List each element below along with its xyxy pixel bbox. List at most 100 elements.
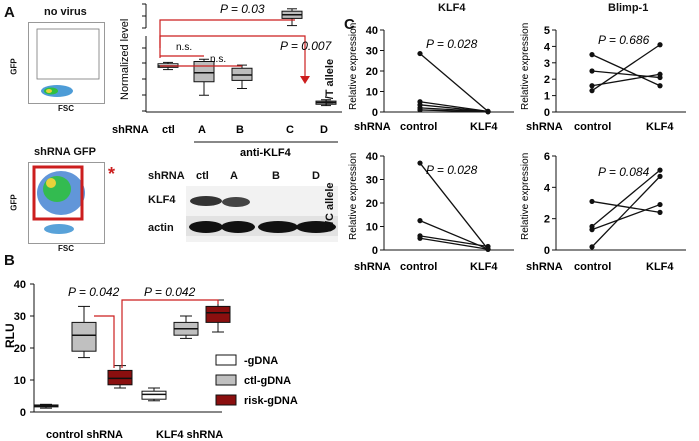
box--gDNA-klf4-box [141,390,167,400]
flow-top-xlabel: FSC [58,104,74,113]
panel-b-ylabel: RLU [3,323,17,348]
flow-plot-no-virus [28,22,105,104]
c-point-control [417,218,423,224]
y-tick-label: 20 [14,343,26,355]
box-risk-gDNA-klf4-box [205,305,231,323]
c-point-control [589,83,595,89]
c-y-tick-label: 2 [544,214,550,226]
c-point-klf4 [657,167,663,173]
category-label-B: B [236,124,244,136]
c-pair-line [591,169,661,228]
c-point-klf4 [485,109,491,115]
c-point-control [589,68,595,74]
c-y-tick-label: 2 [544,74,550,86]
blot-lane-d: D [312,170,320,182]
c-x-control-3: control [400,261,437,273]
c-y-tick-label: 30 [366,46,378,58]
c-ylabel-4: Relative expression [520,153,531,240]
c-ylabel-1: Relative expression [348,23,359,110]
flow-shrna-svg [32,165,85,234]
c-ylabel-2: Relative expression [520,23,531,110]
flow-no-virus-svg [36,28,100,97]
p2-label: P = 0.042 [144,285,196,299]
flow-bottom-xlabel: FSC [58,244,74,253]
c-point-control [589,198,595,205]
c-point-control [417,160,423,166]
c-y-tick-label: 0 [544,107,550,119]
panel-a-ylabel: Normalized level [119,19,131,100]
c-point-control [417,50,423,57]
actin-band-b [258,221,298,233]
c-pair-line [419,109,489,113]
c-pair-line [591,203,661,231]
c-pair-line [419,53,489,112]
c-pval-2: P = 0.686 [598,33,650,47]
blot-row-klf4: KLF4 [148,194,176,206]
panel-label-a: A [4,4,15,21]
cell-cloud-center [46,89,52,93]
flow-top-title: no virus [44,6,87,18]
c-pair-line [419,237,489,250]
cell-cloud-center [46,178,56,188]
y-tick-label: 30 [14,311,26,323]
gate-star: * [108,164,116,184]
c-point-klf4 [657,71,663,77]
p03-label: P = 0.03 [220,2,265,16]
c-shrna-3: shRNA [354,261,391,273]
c-point-klf4 [657,201,663,208]
gate-box-red [32,165,84,221]
blot-lane-a: A [230,170,238,182]
legend-swatch-ctl [215,374,237,386]
y-tick-label: 10 [14,375,26,387]
category-label-C: C [286,124,294,136]
legend-label-risk: risk-gDNA [244,395,298,407]
c-pair-line [419,235,489,248]
blot-lane-b: B [272,170,280,182]
c-y-tick-label: 4 [544,41,551,53]
c-y-tick-label: 4 [544,182,551,194]
p007-bracket [159,35,306,80]
c-x-klf4-1: KLF4 [470,121,498,133]
panel-label-c: C [344,16,355,33]
category-label-A: A [198,124,206,136]
row-title-cc: C/C allele [324,146,336,232]
gate-box [36,28,100,80]
ns-label-2: n.s. [210,54,226,65]
c-y-tick-label: 20 [366,198,378,210]
klf4-band-a [222,197,250,207]
flow-bottom-title: shRNA GFP [34,146,96,158]
c-point-klf4 [657,209,663,215]
c-y-tick-label: 1 [544,91,550,103]
col-title-blimp1: Blimp-1 [608,2,649,14]
c-point-klf4 [657,42,663,48]
box-risk-gDNA-control-box [107,369,133,386]
c-point-klf4 [657,83,663,89]
c-y-tick-label: 0 [544,245,550,257]
c-y-tick-label: 40 [366,151,378,163]
col-title-klf4: KLF4 [438,2,466,14]
y-tick-label: 40 [14,279,26,291]
c-point-klf4 [485,246,491,252]
c-y-tick-label: 10 [366,222,378,234]
blot-shrna-label: shRNA [148,170,185,182]
ns-label-1: n.s. [176,42,192,53]
p007-arrowhead [300,76,310,84]
p2-bracket [121,299,219,368]
c-ylabel-3: Relative expression [348,153,359,240]
c-point-control [589,88,595,94]
box-ctl-gDNA-control-box [71,321,97,352]
western-blot-image [186,186,338,242]
c-point-control [589,227,595,233]
panel-b-boxes [33,299,231,409]
c-point-klf4 [657,173,663,179]
anti-klf4-label: anti-KLF4 [240,147,292,159]
c-x-control-1: control [400,121,437,133]
category-label-ctl: ctl [162,124,175,136]
actin-band-d [296,221,336,233]
c-y-tick-label: 3 [544,58,550,70]
blot-row-actin: actin [148,222,174,234]
